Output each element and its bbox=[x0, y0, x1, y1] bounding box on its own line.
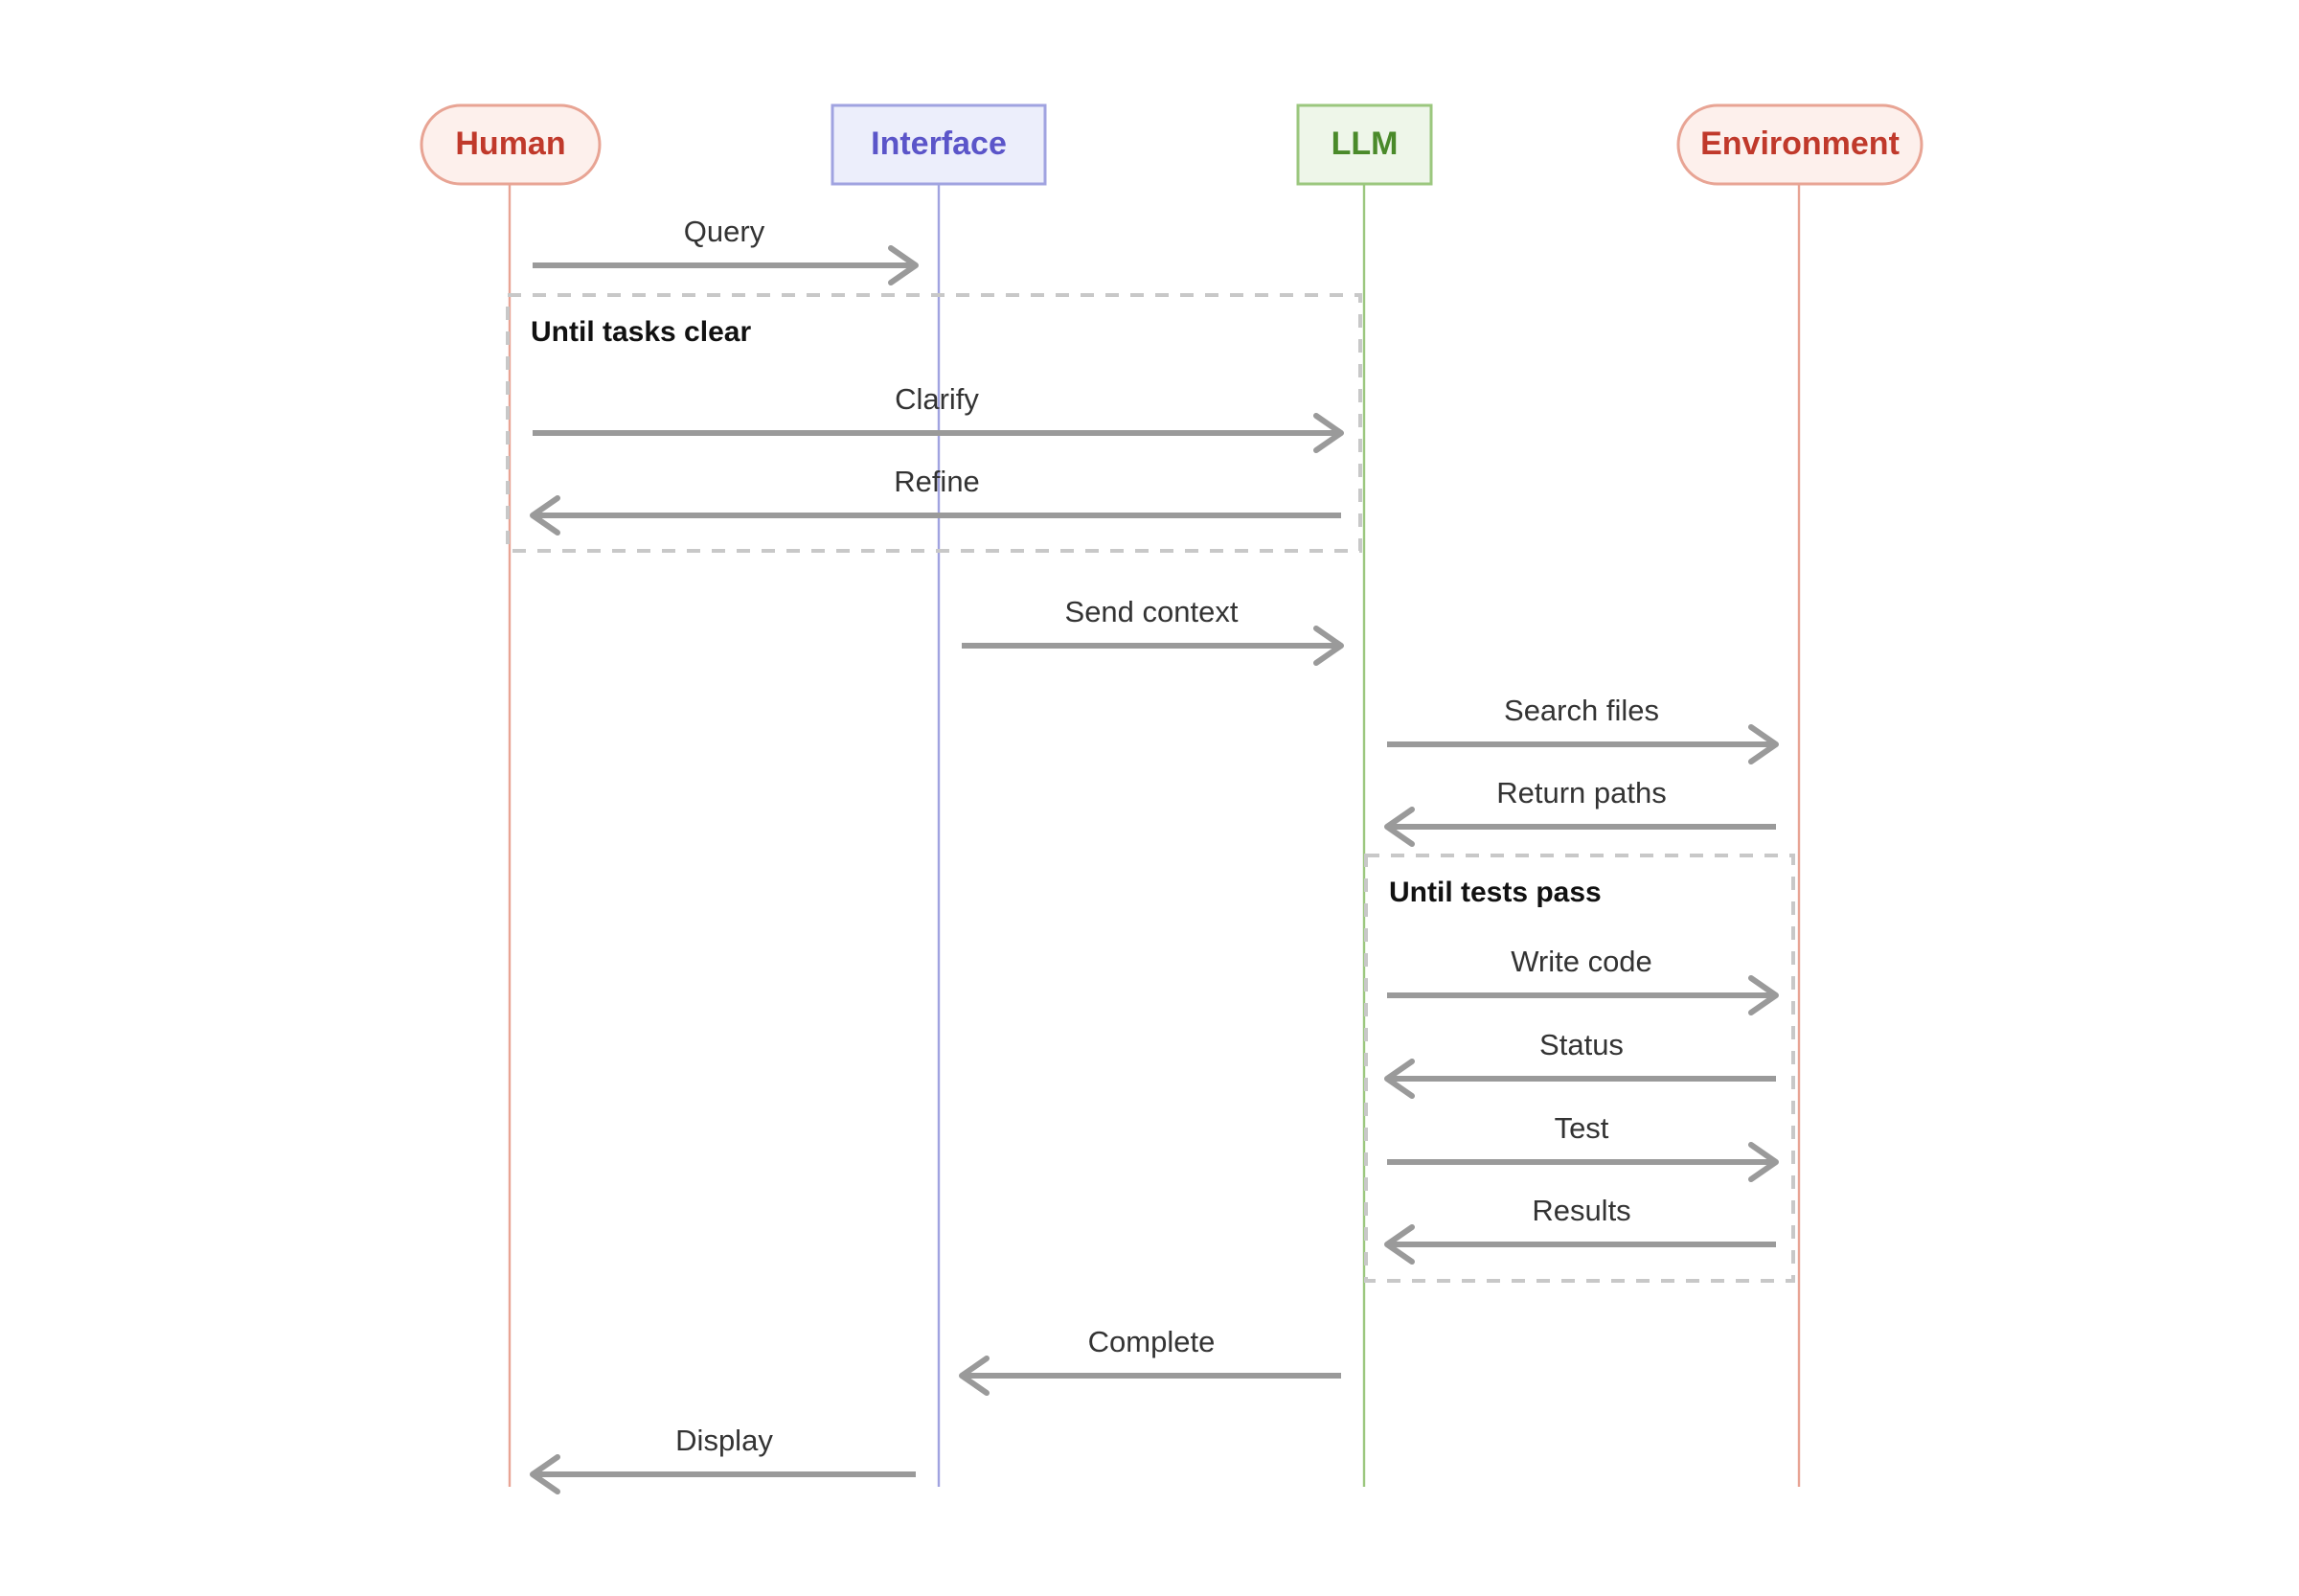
message-m10: Results bbox=[1384, 1194, 1776, 1265]
loop-box-1: Until tasks clear bbox=[506, 293, 1362, 553]
message-label: Status bbox=[1539, 1028, 1624, 1061]
message-label: Write code bbox=[1511, 945, 1652, 978]
message-m11: Complete bbox=[959, 1325, 1341, 1396]
message-m3: Refine bbox=[530, 465, 1341, 536]
participant-label-human: Human bbox=[455, 125, 565, 162]
message-m7: Write code bbox=[1387, 945, 1779, 1015]
loop-label: Until tasks clear bbox=[531, 316, 751, 348]
message-arrowhead bbox=[1313, 413, 1344, 453]
message-arrowhead bbox=[1748, 1142, 1779, 1182]
message-m5: Search files bbox=[1387, 694, 1779, 764]
message-m6: Return paths bbox=[1384, 776, 1776, 847]
message-m8: Status bbox=[1384, 1028, 1776, 1099]
message-label: Refine bbox=[894, 465, 980, 498]
message-label: Send context bbox=[1065, 595, 1239, 628]
message-label: Results bbox=[1532, 1194, 1630, 1227]
message-label: Query bbox=[684, 215, 765, 248]
message-m4: Send context bbox=[962, 595, 1344, 666]
loop-box-2: Until tests pass bbox=[1364, 854, 1795, 1283]
message-label: Test bbox=[1555, 1111, 1609, 1145]
participant-box-environment[interactable] bbox=[1676, 103, 1923, 186]
participant-label-environment: Environment bbox=[1700, 125, 1900, 162]
message-label: Complete bbox=[1088, 1325, 1216, 1358]
participant-llm[interactable]: LLM bbox=[1296, 103, 1433, 186]
message-arrowhead bbox=[1313, 626, 1344, 666]
message-m9: Test bbox=[1387, 1111, 1779, 1182]
participant-box-interface[interactable] bbox=[831, 103, 1047, 186]
loop-box-border bbox=[506, 293, 1362, 553]
lifelines-layer bbox=[508, 184, 1801, 1487]
message-arrowhead bbox=[1384, 807, 1415, 847]
message-arrowhead bbox=[530, 495, 560, 536]
message-arrowhead bbox=[530, 1454, 560, 1494]
message-arrowhead bbox=[1384, 1224, 1415, 1265]
message-label: Search files bbox=[1504, 694, 1659, 727]
message-label: Return paths bbox=[1496, 776, 1667, 809]
participant-label-interface: Interface bbox=[871, 125, 1007, 162]
participant-environment[interactable]: Environment bbox=[1676, 103, 1923, 186]
message-arrowhead bbox=[1748, 724, 1779, 764]
message-m2: Clarify bbox=[533, 382, 1344, 453]
message-m12: Display bbox=[530, 1424, 916, 1494]
message-arrowhead bbox=[1748, 975, 1779, 1015]
participants-layer: Human Interface LLM Environment bbox=[420, 103, 1923, 186]
participant-interface[interactable]: Interface bbox=[831, 103, 1047, 186]
participant-label-llm: LLM bbox=[1332, 125, 1399, 162]
loop-label: Until tests pass bbox=[1389, 877, 1602, 908]
participant-box-human[interactable] bbox=[420, 103, 602, 186]
message-m1: Query bbox=[533, 215, 919, 285]
message-arrowhead bbox=[888, 245, 919, 285]
participant-human[interactable]: Human bbox=[420, 103, 602, 186]
message-arrowhead bbox=[959, 1356, 990, 1396]
message-label: Display bbox=[675, 1424, 773, 1457]
message-label: Clarify bbox=[895, 382, 979, 416]
participant-box-llm[interactable] bbox=[1296, 103, 1433, 186]
message-arrowhead bbox=[1384, 1059, 1415, 1099]
